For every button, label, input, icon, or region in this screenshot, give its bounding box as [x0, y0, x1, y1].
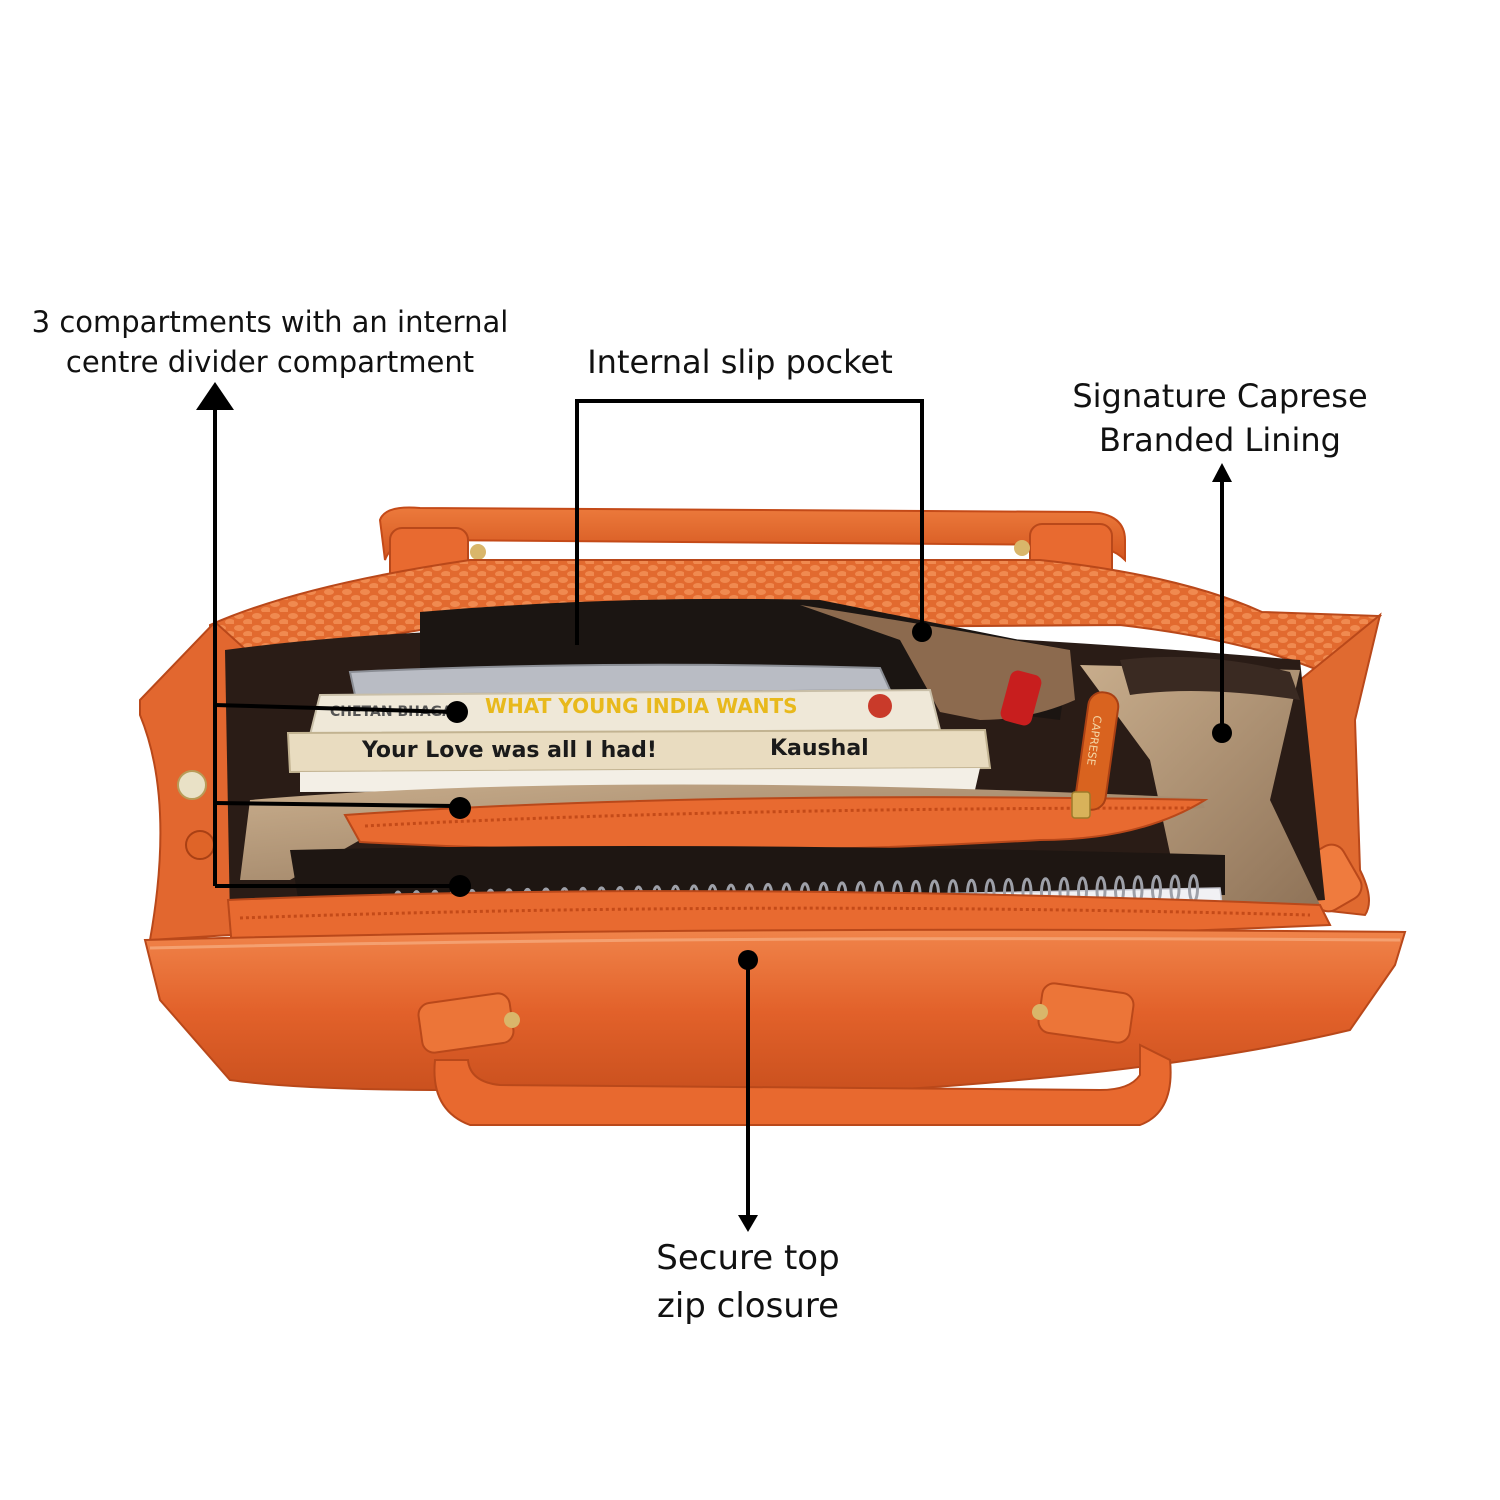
pointer-dot-icon	[1212, 723, 1232, 743]
callout-zip-line-1: Secure top	[656, 1238, 840, 1278]
side-panel-right	[1298, 612, 1382, 917]
callout-lining-line-1: Signature Caprese	[1072, 377, 1368, 415]
callout-slip-pocket: Internal slip pocket	[560, 342, 920, 382]
right-lining	[1080, 665, 1320, 905]
side-charm	[177, 770, 207, 800]
slip-pocket-bracket	[575, 399, 924, 645]
callout-compartments: 3 compartments with an internal centre d…	[0, 302, 540, 382]
pointer-dot-icon	[446, 701, 468, 723]
arrow-down-icon	[738, 1215, 758, 1232]
book-2-author: Kaushal	[770, 736, 869, 761]
book-2-title: Your Love was all I had!	[361, 738, 657, 763]
callout-compartments-line-2: centre divider compartment	[65, 345, 475, 379]
callout-compartments-line-1: 3 compartments with an internal	[31, 305, 509, 339]
arrow-up-icon	[1212, 463, 1232, 482]
pointer-dot-icon	[912, 622, 932, 642]
back-handle	[378, 506, 1126, 563]
phone	[348, 663, 892, 697]
book-1-title: WHAT YOUNG INDIA WANTS	[485, 694, 798, 718]
pointer-dot-icon	[738, 950, 758, 970]
callout-slip-pocket-line-1: Internal slip pocket	[587, 343, 893, 381]
pointer-dot-icon	[449, 797, 471, 819]
callout-lining: Signature Caprese Branded Lining	[1040, 374, 1400, 462]
arrow-up-icon	[196, 382, 234, 410]
compartments-callout-lines	[213, 400, 456, 888]
callout-zip: Secure top zip closure	[598, 1234, 898, 1330]
callout-zip-line-2: zip closure	[656, 1286, 840, 1326]
front-handle	[433, 1043, 1172, 1126]
pointer-dot-icon	[449, 875, 471, 897]
lipstick	[1000, 670, 1042, 726]
callout-lining-line-2: Branded Lining	[1099, 421, 1341, 459]
book-2	[286, 728, 992, 774]
front-panel	[143, 928, 1407, 1097]
